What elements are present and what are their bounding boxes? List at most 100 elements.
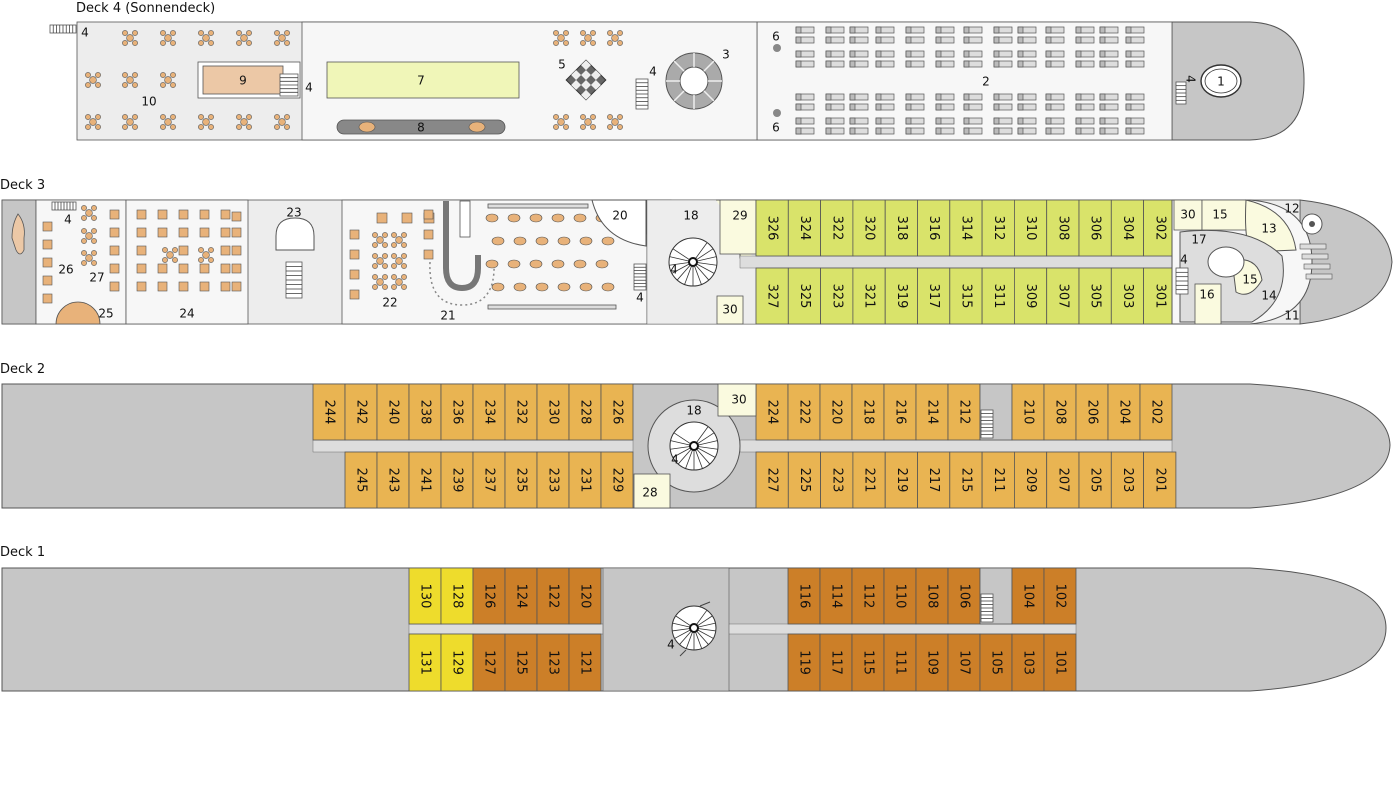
cabin-number-220: 220 — [829, 400, 844, 425]
deck3-bow-bench-2 — [1303, 263, 1331, 270]
deck3-corridor — [739, 255, 1173, 269]
deck3-restaurant-table-4-1 — [220, 227, 231, 238]
deck3-lounge-chair-2-5 — [595, 259, 609, 269]
deck2-cabin-202 — [1139, 383, 1173, 441]
deck4-lounger-2-8 — [1017, 50, 1037, 58]
deck3-label-17: 17 — [1191, 233, 1206, 247]
deck3-lounge-side-1 — [349, 249, 360, 260]
cabin-number-316: 316 — [926, 216, 941, 241]
deck3-lounge-table-1 — [391, 232, 407, 248]
deck4-lounger-0-4 — [905, 26, 925, 34]
deck4-sunbed-bar — [336, 119, 506, 135]
deck4-lounger-7-9 — [1045, 127, 1065, 135]
cabin-number-125: 125 — [514, 650, 529, 675]
cabin-number-214: 214 — [925, 400, 940, 425]
deck4-lounger-6-10 — [1075, 117, 1095, 125]
deck3-lounge-seat-1 — [401, 212, 413, 224]
deck4-lounger-0-6 — [963, 26, 983, 34]
cabin-number-203: 203 — [1120, 468, 1135, 493]
deck4-lounger-6-9 — [1045, 117, 1065, 125]
cabin-number-201: 201 — [1152, 468, 1167, 493]
deck3-restaurant-table-1-4 — [157, 281, 168, 292]
deck4-lounger-2-9 — [1045, 50, 1065, 58]
cabin-number-241: 241 — [418, 468, 433, 493]
cabin-number-122: 122 — [546, 584, 561, 609]
deck3-lounge-chair-3-5 — [601, 282, 615, 292]
deck1-cabin-120 — [568, 567, 602, 625]
deck2-cabin-243 — [376, 451, 410, 509]
cabin-number-112: 112 — [861, 584, 876, 609]
cabin-number-227: 227 — [765, 468, 780, 493]
deck3-cabin-321 — [852, 267, 886, 325]
deck1-stair-rail-top — [699, 601, 711, 607]
deck2-label-stairs: 4 — [671, 453, 679, 467]
deck3-cabin-325 — [787, 267, 821, 325]
deck3-cabin-326 — [755, 199, 789, 257]
deck3-cabin-301 — [1143, 267, 1177, 325]
deck4-lounger-2-2 — [849, 50, 869, 58]
deck4-lounger-3-6 — [963, 60, 983, 68]
cabin-number-239: 239 — [450, 468, 465, 493]
deck4-lounger-6-2 — [849, 117, 869, 125]
deck4-lounger-4-12 — [1125, 93, 1145, 101]
deck4-lounger-4-2 — [849, 93, 869, 101]
deck2-cabin-210 — [1011, 383, 1045, 441]
deck3-cabin-307 — [1046, 267, 1080, 325]
deck3-seat-a-3 — [42, 275, 53, 286]
cabin-number-222: 222 — [797, 400, 812, 425]
cabin-number-202: 202 — [1149, 400, 1164, 425]
deck3-lounge-side-0 — [349, 229, 360, 240]
deck4-table-4 — [274, 30, 290, 46]
cabin-number-240: 240 — [386, 400, 401, 425]
deck2-side-stairs — [980, 409, 994, 439]
deck3-lounge-chair-1-1 — [513, 236, 527, 246]
cabin-number-215: 215 — [958, 468, 973, 493]
deck3-restaurant-table-3-4 — [199, 281, 210, 292]
deck4-label-pool: 7 — [417, 74, 425, 88]
deck1-cabin-125 — [504, 633, 538, 692]
deck4-lounger-7-4 — [905, 127, 925, 135]
deck3-label-22: 22 — [382, 296, 397, 310]
cabin-number-129: 129 — [450, 650, 465, 675]
cabin-number-116: 116 — [797, 584, 812, 609]
deck2-cabin-224 — [755, 383, 789, 441]
deck1-cabin-106 — [947, 567, 981, 625]
deck3-cabin-317 — [917, 267, 951, 325]
deck4-lounger-7-7 — [993, 127, 1013, 135]
deck4-lounger-0-0 — [795, 26, 815, 34]
deck2-cabin-207 — [1046, 451, 1080, 509]
cabin-number-130: 130 — [418, 584, 433, 609]
deck4-table-11 — [236, 114, 252, 130]
deck4-lounger-7-11 — [1099, 127, 1119, 135]
deck2-cabin-230 — [536, 383, 570, 441]
deck4-lounger-5-10 — [1075, 103, 1095, 111]
deck3-lounge-side-3 — [349, 289, 360, 300]
deck2-cabin-235 — [504, 451, 538, 509]
deck2-cabin-233 — [536, 451, 570, 509]
cabin-number-230: 230 — [546, 400, 561, 425]
deck2-corridor-aft — [312, 439, 634, 453]
deck4-lounger-2-12 — [1125, 50, 1145, 58]
cabin-number-211: 211 — [991, 468, 1006, 493]
deck4-stairs-stern — [49, 24, 77, 34]
deck3-restaurant-side-1 — [231, 227, 242, 238]
cabin-number-319: 319 — [894, 284, 909, 309]
deck4-lounger-0-12 — [1125, 26, 1145, 34]
deck4-lounger-5-4 — [905, 103, 925, 111]
deck3-restaurant-table-0-1 — [136, 227, 147, 238]
deck1-cabin-105 — [979, 633, 1013, 692]
deck1-side-stairs — [980, 593, 994, 623]
cabin-number-119: 119 — [797, 650, 812, 675]
deck4-lounger-5-7 — [993, 103, 1013, 111]
deck4-lounger-1-11 — [1099, 36, 1119, 44]
deck3-buffet-stairs — [285, 261, 303, 299]
cabin-number-210: 210 — [1021, 400, 1036, 425]
deck3-lounge-chair-1-5 — [601, 236, 615, 246]
deck2-cabin-236 — [440, 383, 474, 441]
deck4-lounger-4-0 — [795, 93, 815, 101]
deck4-label-stairs-left: 4 — [81, 26, 89, 40]
deck3-lounge-chair-3-4 — [579, 282, 593, 292]
deck3-label-stairs-atrium: 4 — [670, 263, 678, 277]
